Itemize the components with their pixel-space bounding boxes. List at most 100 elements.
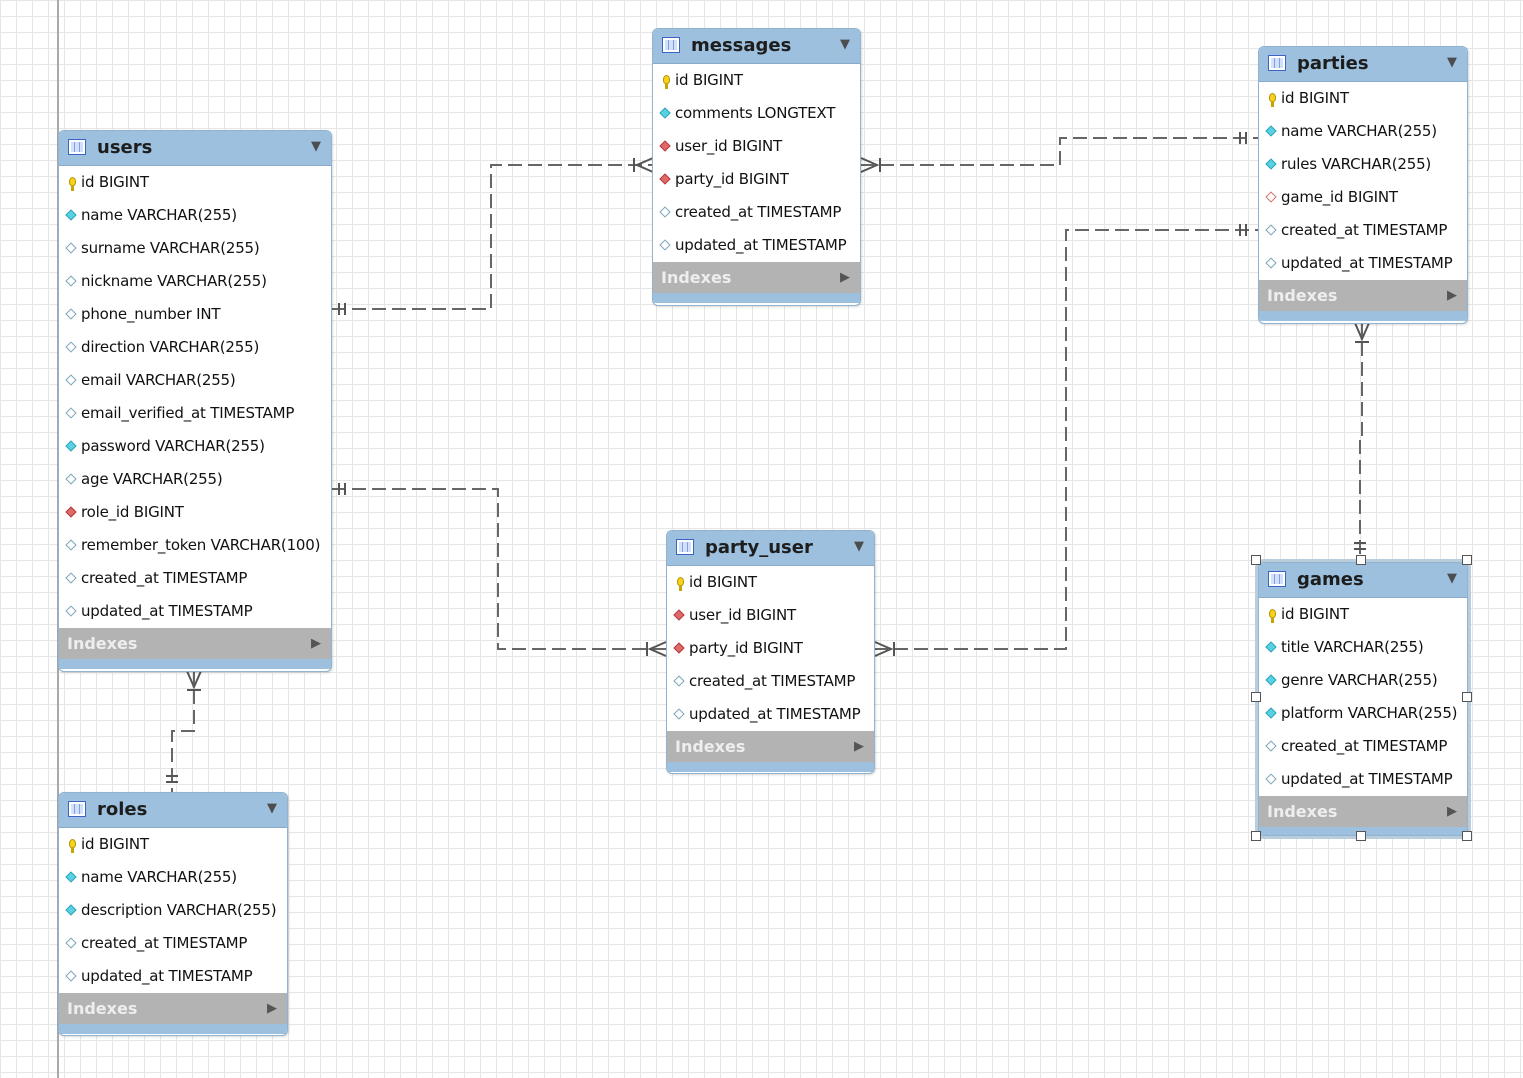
column-row[interactable]: created_at TIMESTAMP [1259,730,1467,763]
collapse-caret-icon[interactable]: ▼ [1447,55,1457,70]
indexes-label: Indexes [1267,286,1338,305]
collapse-caret-icon[interactable]: ▼ [840,37,850,52]
column-row[interactable]: rules VARCHAR(255) [1259,148,1467,181]
column-row[interactable]: direction VARCHAR(255) [59,331,331,364]
table-header[interactable]: party_user ▼ [667,531,874,566]
table-header[interactable]: users ▼ [59,131,331,166]
resize-handle-bottom[interactable] [1356,831,1366,841]
not-null-column-icon [1266,708,1278,722]
column-row[interactable]: user_id BIGINT [667,599,874,632]
column-row[interactable]: created_at TIMESTAMP [653,196,860,229]
column-row[interactable]: id BIGINT [1259,598,1467,631]
nullable-column-icon [660,240,672,254]
column-row[interactable]: comments LONGTEXT [653,97,860,130]
many-mark-messages-parties [860,157,881,173]
column-row[interactable]: age VARCHAR(255) [59,463,331,496]
column-row[interactable]: party_id BIGINT [667,632,874,665]
collapse-caret-icon[interactable]: ▼ [267,801,277,816]
column-row[interactable]: email_verified_at TIMESTAMP [59,397,331,430]
column-label: password VARCHAR(255) [81,437,265,455]
column-row[interactable]: genre VARCHAR(255) [1259,664,1467,697]
column-row[interactable]: id BIGINT [667,566,874,599]
column-row[interactable]: user_id BIGINT [653,130,860,163]
column-row[interactable]: title VARCHAR(255) [1259,631,1467,664]
resize-handle-bottom-left[interactable] [1251,831,1261,841]
indexes-bar[interactable]: Indexes ▶ [1259,796,1467,827]
foreign-key-icon [674,643,686,657]
not-null-column-icon [66,872,78,886]
indexes-bar[interactable]: Indexes ▶ [667,731,874,762]
column-row[interactable]: remember_token VARCHAR(100) [59,529,331,562]
expand-arrow-icon[interactable]: ▶ [267,1001,277,1016]
column-row[interactable]: updated_at TIMESTAMP [59,595,331,628]
column-row[interactable]: email VARCHAR(255) [59,364,331,397]
resize-handle-right[interactable] [1462,692,1472,702]
resize-handle-top-right[interactable] [1462,555,1472,565]
expand-arrow-icon[interactable]: ▶ [854,739,864,754]
resize-handle-top[interactable] [1356,555,1366,565]
collapse-caret-icon[interactable]: ▼ [854,539,864,554]
column-row[interactable]: created_at TIMESTAMP [667,665,874,698]
column-label: updated_at TIMESTAMP [675,236,847,254]
table-header[interactable]: messages ▼ [653,29,860,64]
table-icon [68,801,86,817]
indexes-bar[interactable]: Indexes ▶ [59,628,331,659]
many-mark-users-roles [186,670,202,691]
resize-handle-left[interactable] [1251,692,1261,702]
column-row[interactable]: nickname VARCHAR(255) [59,265,331,298]
column-row[interactable]: created_at TIMESTAMP [59,927,287,960]
expand-arrow-icon[interactable]: ▶ [1447,804,1457,819]
table-header[interactable]: roles ▼ [59,793,287,828]
column-row[interactable]: id BIGINT [59,828,287,861]
column-row[interactable]: description VARCHAR(255) [59,894,287,927]
column-row[interactable]: created_at TIMESTAMP [1259,214,1467,247]
nullable-column-icon [1266,225,1278,239]
table-icon [1268,571,1286,587]
column-row[interactable]: updated_at TIMESTAMP [653,229,860,262]
indexes-bar[interactable]: Indexes ▶ [1259,280,1467,311]
column-row[interactable]: surname VARCHAR(255) [59,232,331,265]
expand-arrow-icon[interactable]: ▶ [1447,288,1457,303]
column-label: updated_at TIMESTAMP [81,967,253,985]
column-row[interactable]: name VARCHAR(255) [59,199,331,232]
indexes-bar[interactable]: Indexes ▶ [59,993,287,1024]
column-row[interactable]: updated_at TIMESTAMP [667,698,874,731]
column-row[interactable]: role_id BIGINT [59,496,331,529]
indexes-bar[interactable]: Indexes ▶ [653,262,860,293]
column-row[interactable]: password VARCHAR(255) [59,430,331,463]
column-row[interactable]: party_id BIGINT [653,163,860,196]
one-mark-parties-party-user [1239,224,1247,236]
column-row[interactable]: updated_at TIMESTAMP [1259,763,1467,796]
column-row[interactable]: created_at TIMESTAMP [59,562,331,595]
connector-roles-users [171,670,195,795]
column-row[interactable]: platform VARCHAR(255) [1259,697,1467,730]
column-row[interactable]: updated_at TIMESTAMP [59,960,287,993]
column-row[interactable]: id BIGINT [1259,82,1467,115]
column-label: updated_at TIMESTAMP [1281,254,1453,272]
resize-handle-bottom-right[interactable] [1462,831,1472,841]
column-row[interactable]: phone_number INT [59,298,331,331]
column-row[interactable]: name VARCHAR(255) [59,861,287,894]
expand-arrow-icon[interactable]: ▶ [840,270,850,285]
column-row[interactable]: id BIGINT [653,64,860,97]
column-row[interactable]: game_id BIGINT [1259,181,1467,214]
indexes-label: Indexes [661,268,732,287]
table-header[interactable]: games ▼ [1259,563,1467,598]
expand-arrow-icon[interactable]: ▶ [311,636,321,651]
collapse-caret-icon[interactable]: ▼ [1447,571,1457,586]
resize-handle-top-left[interactable] [1251,555,1261,565]
column-row[interactable]: id BIGINT [59,166,331,199]
collapse-caret-icon[interactable]: ▼ [311,139,321,154]
table-footer [653,293,860,303]
column-row[interactable]: updated_at TIMESTAMP [1259,247,1467,280]
column-row[interactable]: name VARCHAR(255) [1259,115,1467,148]
table-header[interactable]: parties ▼ [1259,47,1467,82]
column-label: created_at TIMESTAMP [675,203,842,221]
